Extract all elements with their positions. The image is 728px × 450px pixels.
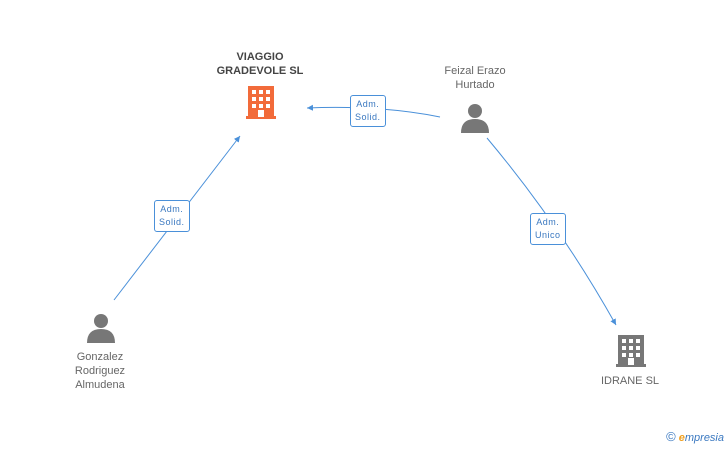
node-label-line: GRADEVOLE SL [216, 65, 304, 77]
node-label-line: VIAGGIO [236, 51, 284, 63]
node-label-gonzalez[interactable]: Gonzalez Rodriguez Almudena [40, 350, 160, 392]
edge-label-line: Solid. [355, 112, 381, 122]
edge-label-line: Unico [535, 230, 561, 240]
node-label-line: Feizal Erazo [444, 65, 506, 77]
edge-label-feizal-idrane[interactable]: Adm. Unico [530, 213, 566, 245]
building-icon-viaggio[interactable] [246, 86, 276, 119]
node-label-line: Gonzalez [76, 351, 124, 363]
brand-logo-e: e [678, 432, 685, 444]
building-icon-idrane[interactable] [616, 335, 646, 367]
copyright-symbol: © [666, 429, 676, 444]
person-icon-gonzalez[interactable] [87, 314, 115, 343]
edge-label-line: Solid. [159, 217, 185, 227]
edge-label-gonzalez-viaggio[interactable]: Adm. Solid. [154, 200, 190, 232]
node-label-idrane[interactable]: IDRANE SL [570, 374, 690, 388]
person-icon-feizal[interactable] [461, 104, 489, 133]
node-label-viaggio[interactable]: VIAGGIO GRADEVOLE SL [200, 50, 320, 78]
node-label-feizal[interactable]: Feizal Erazo Hurtado [415, 64, 535, 92]
brand-logo-text: mpresia [684, 432, 724, 444]
node-label-line: Rodriguez [74, 365, 126, 377]
edge-label-line: Adm. [536, 217, 560, 227]
node-label-line: Hurtado [455, 79, 495, 91]
brand-watermark: ©empresia [666, 429, 724, 444]
node-label-line: Almudena [75, 379, 125, 391]
node-label-line: IDRANE SL [600, 375, 660, 387]
edge-label-feizal-viaggio[interactable]: Adm. Solid. [350, 95, 386, 127]
edge-label-line: Adm. [160, 204, 184, 214]
edge-label-line: Adm. [356, 99, 380, 109]
